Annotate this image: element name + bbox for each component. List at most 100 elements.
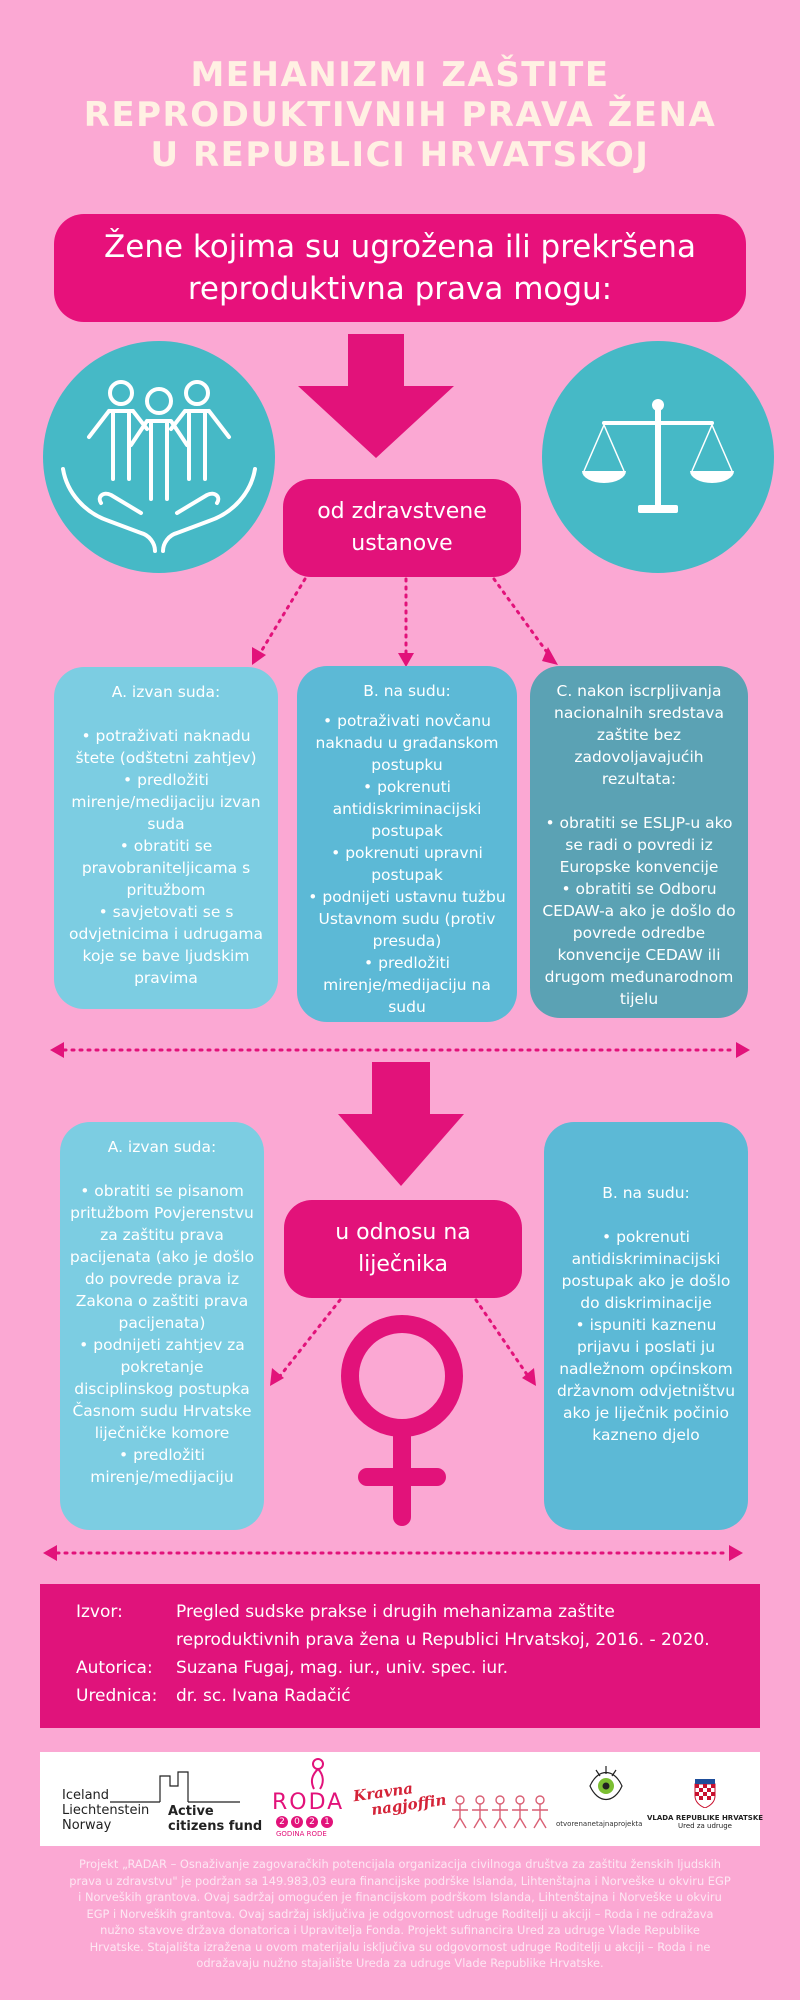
card-line: pravima — [134, 969, 198, 987]
card-line: • predložiti — [364, 954, 450, 972]
footer-line: prava u zdravstvu" je podržan sa 149.983… — [69, 1873, 731, 1888]
author-row: Autorica: Suzana Fugaj, mag. iur., univ.… — [76, 1654, 760, 1682]
year-digit: 1 — [321, 1816, 333, 1828]
female-symbol-icon — [341, 1315, 463, 1526]
active-line: citizens fund — [168, 1819, 263, 1834]
year-digit: 2 — [306, 1816, 318, 1828]
title-line: REPRODUKTIVNIH PRAVA ŽENA — [83, 95, 717, 135]
card-line: mirenje/medijaciju izvan — [71, 793, 261, 811]
in-court-card-doctor: B. na sudu: • pokrenuti antidiskriminaci… — [544, 1122, 748, 1530]
eye-icon — [589, 1766, 623, 1801]
card-line: naknadu u građanskom — [315, 734, 499, 752]
dotted-arrows — [270, 1298, 536, 1386]
eea-line: Liechtenstein — [62, 1803, 150, 1818]
card-line: pritužbom Povjerenstvu — [70, 1204, 254, 1222]
card-line: • potraživati novčanu — [323, 712, 491, 730]
in-court-card: B. na sudu: • potraživati novčanu naknad… — [297, 666, 517, 1022]
card-heading: A. izvan suda: — [107, 1138, 217, 1156]
eea-grants-logo: Iceland Liechtenstein Norway — [62, 1788, 149, 1833]
card-line: • pokrenuti — [363, 778, 451, 796]
dotted-arrows — [252, 577, 558, 667]
card-heading: zaštite bez — [596, 726, 682, 744]
down-arrow-icon — [338, 1062, 464, 1186]
card-heading: A. izvan suda: — [111, 683, 221, 701]
card-line: Zakona o zaštiti prava — [75, 1292, 249, 1310]
card-line: • podnijeti zahtjev za — [79, 1336, 245, 1354]
card-line: suda — [147, 815, 185, 833]
footer-disclaimer: Projekt „RADAR – Osnaživanje zagovarački… — [40, 1856, 760, 1972]
eea-line: Norway — [62, 1818, 112, 1833]
card-line: • obratiti se — [119, 837, 213, 855]
vlada-line: VLADA REPUBLIKE HRVATSKE — [646, 1814, 764, 1822]
card-line: Časnom sudu Hrvatske — [72, 1402, 252, 1420]
international-remedies-card: C. nakon iscrpljivanja nacionalnih sreds… — [530, 666, 748, 1018]
card-line: drugom međunarodnom — [544, 968, 734, 986]
card-line: Europske konvencije — [559, 858, 719, 876]
title-line: U REPUBLICI HRVATSKOJ — [150, 135, 650, 175]
card-line: antidiskriminacijski — [571, 1250, 721, 1268]
card-line: • predložiti — [123, 771, 209, 789]
down-arrow-icon — [298, 334, 454, 458]
pill-line: od zdravstvene — [317, 499, 487, 524]
intro-banner: Žene kojima su ugrožena ili prekršena re… — [54, 214, 746, 322]
card-line: • obratiti se pisanom — [80, 1182, 244, 1200]
card-line: liječničke komore — [94, 1424, 230, 1442]
card-line: tijelu — [619, 990, 659, 1008]
card-line: državnom odvjetništvu — [556, 1382, 736, 1400]
card-line: pacijenata) — [118, 1314, 206, 1332]
source-value: Pregled sudske prakse i drugih mehanizam… — [176, 1602, 615, 1622]
card-heading: B. na sudu: — [363, 682, 451, 700]
card-heading: zadovoljavajućih — [574, 748, 704, 766]
card-line: koje se bave ljudskim — [82, 947, 250, 965]
card-line: postupku — [371, 756, 443, 774]
card-line: se radi o povredi iz — [565, 836, 713, 854]
card-line: štete (odštetni zahtjev) — [75, 749, 257, 767]
krvna-logo: Kravna nagjoffin — [352, 1776, 447, 1820]
card-line: prijavu i poslati ju — [576, 1338, 716, 1356]
roda-years: 2 0 2 1 — [276, 1816, 333, 1828]
source-box: Izvor: Pregled sudske prakse i drugih me… — [40, 1584, 760, 1728]
card-line: mirenje/medijaciju — [90, 1468, 234, 1486]
card-line: • pokrenuti — [602, 1228, 690, 1246]
figures-icon — [452, 1795, 548, 1829]
people-in-hands-icon — [61, 380, 257, 553]
roda-stork-icon — [310, 1758, 324, 1790]
card-heading: C. nakon iscrpljivanja — [556, 682, 722, 700]
card-line: nadležnom općinskom — [559, 1360, 733, 1378]
card-line: • predložiti — [119, 1446, 205, 1464]
eea-line: Iceland — [62, 1788, 110, 1803]
card-line: • savjetovati se s — [98, 903, 234, 921]
scales-icon — [582, 399, 734, 513]
card-line: • obratiti se Odboru — [561, 880, 717, 898]
card-line: konvencije CEDAW ili — [557, 946, 721, 964]
source-value: Suzana Fugaj, mag. iur., univ. spec. iur… — [176, 1658, 508, 1678]
card-line: postupak — [371, 822, 443, 840]
footer-line: Projekt „RADAR – Osnaživanje zagovarački… — [79, 1857, 721, 1871]
card-line: do diskriminacije — [580, 1294, 712, 1312]
card-line: • podnijeti ustavnu tužbu — [308, 888, 506, 906]
vlada-logo: VLADA REPUBLIKE HRVATSKE Ured za udruge — [640, 1814, 770, 1830]
card-line: za zaštitu prava — [100, 1226, 224, 1244]
card-line: odvjetnicima i udrugama — [69, 925, 263, 943]
out-of-court-card-doctor: A. izvan suda: • obratiti se pisanom pri… — [60, 1122, 264, 1530]
editor-row: Urednica: dr. sc. Ivana Radačić — [76, 1682, 760, 1710]
pill-line: liječnika — [358, 1252, 448, 1277]
card-line: postupak — [371, 866, 443, 884]
banner-line: Žene kojima su ugrožena ili prekršena — [104, 229, 696, 265]
card-line: • potraživati naknadu — [81, 727, 251, 745]
card-line: pacijenata (ako je došlo — [69, 1248, 255, 1266]
pill-line: u odnosu na — [335, 1220, 471, 1245]
out-of-court-card: A. izvan suda: • potraživati naknadu šte… — [54, 667, 278, 1009]
card-line: kazneno djelo — [592, 1426, 700, 1444]
source-row: Izvor: Pregled sudske prakse i drugih me… — [76, 1598, 760, 1626]
source-value: reproduktivnih prava žena u Republici Hr… — [176, 1630, 710, 1650]
banner-line: reproduktivna prava mogu: — [187, 271, 613, 307]
health-institution-label: od zdravstvene ustanove — [283, 479, 521, 577]
footer-line: EGP i Norveških grantova. Ovaj sadržaj i… — [86, 1906, 714, 1921]
source-key: Autorica: — [76, 1658, 153, 1678]
card-line: do povrede prava iz — [84, 1270, 240, 1288]
card-line: ako je liječnik počinio — [563, 1404, 729, 1422]
source-key: Urednica: — [76, 1686, 158, 1706]
section-divider — [43, 1545, 743, 1561]
title-line: MEHANIZMI ZAŠTITE — [190, 55, 610, 95]
